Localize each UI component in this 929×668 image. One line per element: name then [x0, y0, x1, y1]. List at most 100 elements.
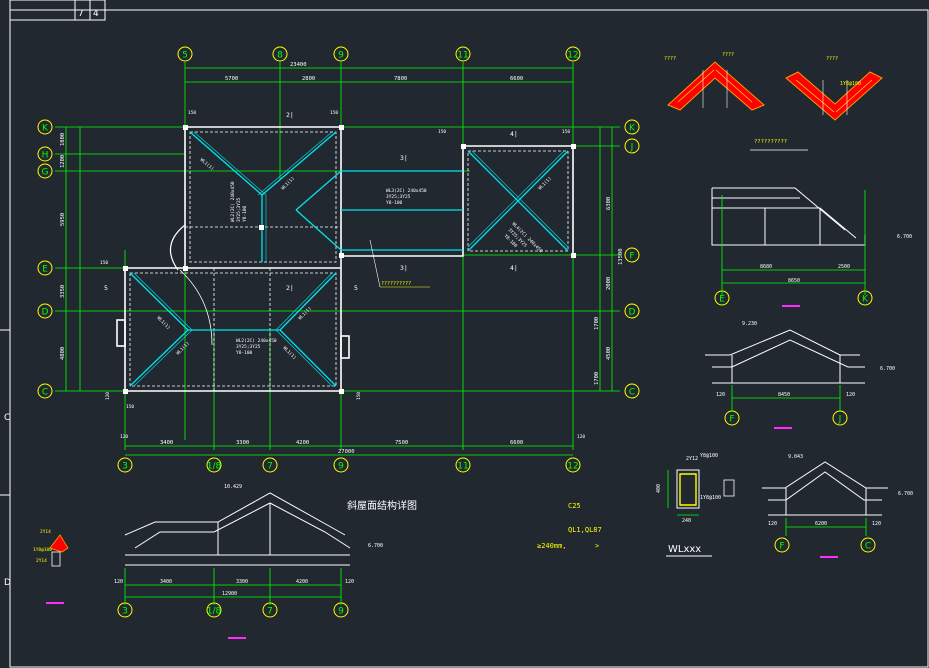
section-fc: 9.043 6200 6.700 120 120: [762, 454, 913, 558]
svg-text:12: 12: [567, 462, 578, 472]
note-width: ≥240mm,: [537, 542, 567, 550]
grid-bubble-left: D: [37, 303, 53, 319]
dim-right-4: 1700: [594, 317, 600, 330]
sec-dim: 6200: [815, 521, 827, 527]
wl-caption: WLxxx: [668, 544, 701, 555]
small-dim: 150: [188, 110, 196, 116]
small-dim: 150: [126, 404, 134, 410]
grid-bubble-section: 3: [117, 602, 133, 618]
beam-label: Y8-100: [236, 350, 253, 356]
small-dim: 150: [330, 110, 338, 116]
svg-text:1/8: 1/8: [207, 607, 222, 617]
title-cell-b: 4: [93, 9, 99, 19]
svg-text:3: 3: [122, 607, 128, 617]
svg-text:J: J: [838, 415, 842, 425]
beam-label: WL3(2C) 240x450: [386, 188, 427, 194]
wl-label: 1Y8@100: [700, 495, 721, 501]
detail-label: 1Y8@100: [840, 81, 861, 87]
svg-text:11: 11: [457, 51, 468, 61]
section-ek: 8680 2500 8650 6.700: [711, 187, 912, 307]
dim-left-2: 5950: [60, 213, 66, 226]
grid-bubble-top: 9: [333, 46, 349, 62]
grid-bubble-left: G: [37, 163, 53, 179]
ridge-label: WL1(1): [175, 341, 191, 357]
small-dim: 150: [562, 129, 570, 135]
ridge-label: WL1(1): [537, 176, 553, 192]
wl-label: Y8@100: [700, 453, 718, 459]
sec-small: 120: [768, 521, 777, 527]
beam-label: 3Y25;3Y25: [236, 197, 242, 222]
note-concrete: C25: [568, 502, 581, 510]
small-dim: 120: [105, 392, 111, 400]
grid-bubble-section: 7: [262, 602, 278, 618]
node-label: 1Y8@100: [33, 547, 52, 553]
grid-bubble-left: E: [37, 260, 53, 276]
small-dim: 150: [356, 392, 362, 400]
grid-bubble-right: K: [624, 119, 640, 135]
sec-dim: 8680: [760, 264, 772, 270]
svg-text:E: E: [42, 265, 48, 275]
title-cell-a: 7: [78, 9, 84, 19]
svg-text:3: 3: [122, 462, 128, 472]
sec-level: 6.700: [368, 543, 383, 549]
svg-text:C: C: [42, 388, 48, 398]
sec-dim: 3400: [160, 579, 172, 585]
drawing-frame: [9, 9, 929, 668]
svg-text:9: 9: [338, 462, 344, 472]
margin-mark-c: C: [4, 413, 10, 423]
grid-bubble-bottom: 12: [565, 457, 581, 473]
margin-mark-d: D: [4, 578, 11, 588]
svg-text:12: 12: [567, 51, 578, 61]
sec-small: 120: [114, 579, 123, 585]
grid-bubble-left: C: [37, 383, 53, 399]
svg-text:J: J: [630, 143, 634, 153]
grid-bubble-left: K: [37, 119, 53, 135]
svg-text:K: K: [42, 124, 49, 134]
grid-bubble-right: J: [624, 138, 640, 154]
small-dim: 120: [120, 434, 128, 440]
dim-left-1: 1200: [60, 155, 66, 168]
grid-bubble-section: F: [724, 410, 740, 426]
svg-text:F: F: [629, 252, 634, 262]
sec-dim: 2500: [838, 264, 850, 270]
dim-right-3: 2000: [606, 277, 612, 290]
room-mark: 4|: [510, 264, 518, 272]
dim-right-1: 6300: [606, 197, 612, 210]
grid-bubble-top: 11: [455, 46, 471, 62]
room-mark: 4|: [510, 130, 518, 138]
sec-dim: 8650: [788, 278, 800, 284]
svg-text:C: C: [629, 388, 635, 398]
section-title: 斜屋面结构详图: [347, 499, 417, 512]
dim-right-5: 4500: [606, 347, 612, 360]
grid-bubble-right: F: [624, 247, 640, 263]
sec-level: 6.700: [898, 491, 913, 497]
section-fj: 9.230 8450 6.700 120 120: [705, 321, 895, 429]
grid-bubble-left: H: [37, 146, 53, 162]
detail-caption: ??????????: [754, 139, 787, 145]
svg-text:7: 7: [267, 607, 273, 617]
beam-label: WL2(2C) 240x450: [236, 338, 277, 344]
beam-label: WL2(2C) 240x450: [230, 181, 236, 222]
grid-bubble-top: 12: [565, 46, 581, 62]
grid-bubble-bottom: 9: [333, 457, 349, 473]
grid-bubble-bottom: 7: [262, 457, 278, 473]
grid-bubble-right: C: [624, 383, 640, 399]
room-mark: 5: [354, 284, 358, 292]
wl-label: 240: [682, 518, 691, 524]
room-mark: 5: [104, 284, 108, 292]
sec-dim: 3300: [236, 579, 248, 585]
dim-bottom-1: 3300: [236, 440, 249, 446]
ridge-label: WL1(1): [156, 315, 172, 331]
grid-bubble-section: F: [774, 537, 790, 553]
general-notes: C25 QL1,QL87 ≥240mm, >: [537, 502, 602, 550]
dim-top-3: 6600: [510, 76, 523, 82]
svg-text:7: 7: [267, 462, 273, 472]
sec-dim: 8450: [778, 392, 790, 398]
svg-text:D: D: [629, 308, 636, 318]
sec-total: 12900: [222, 591, 237, 597]
dim-bottom-3: 7500: [395, 440, 408, 446]
ridge-label: WL1(1): [282, 345, 298, 361]
grid-bubble-bottom: 11: [455, 457, 471, 473]
ridge-label: WL1(1): [199, 157, 215, 172]
small-dim: 120: [577, 434, 585, 440]
